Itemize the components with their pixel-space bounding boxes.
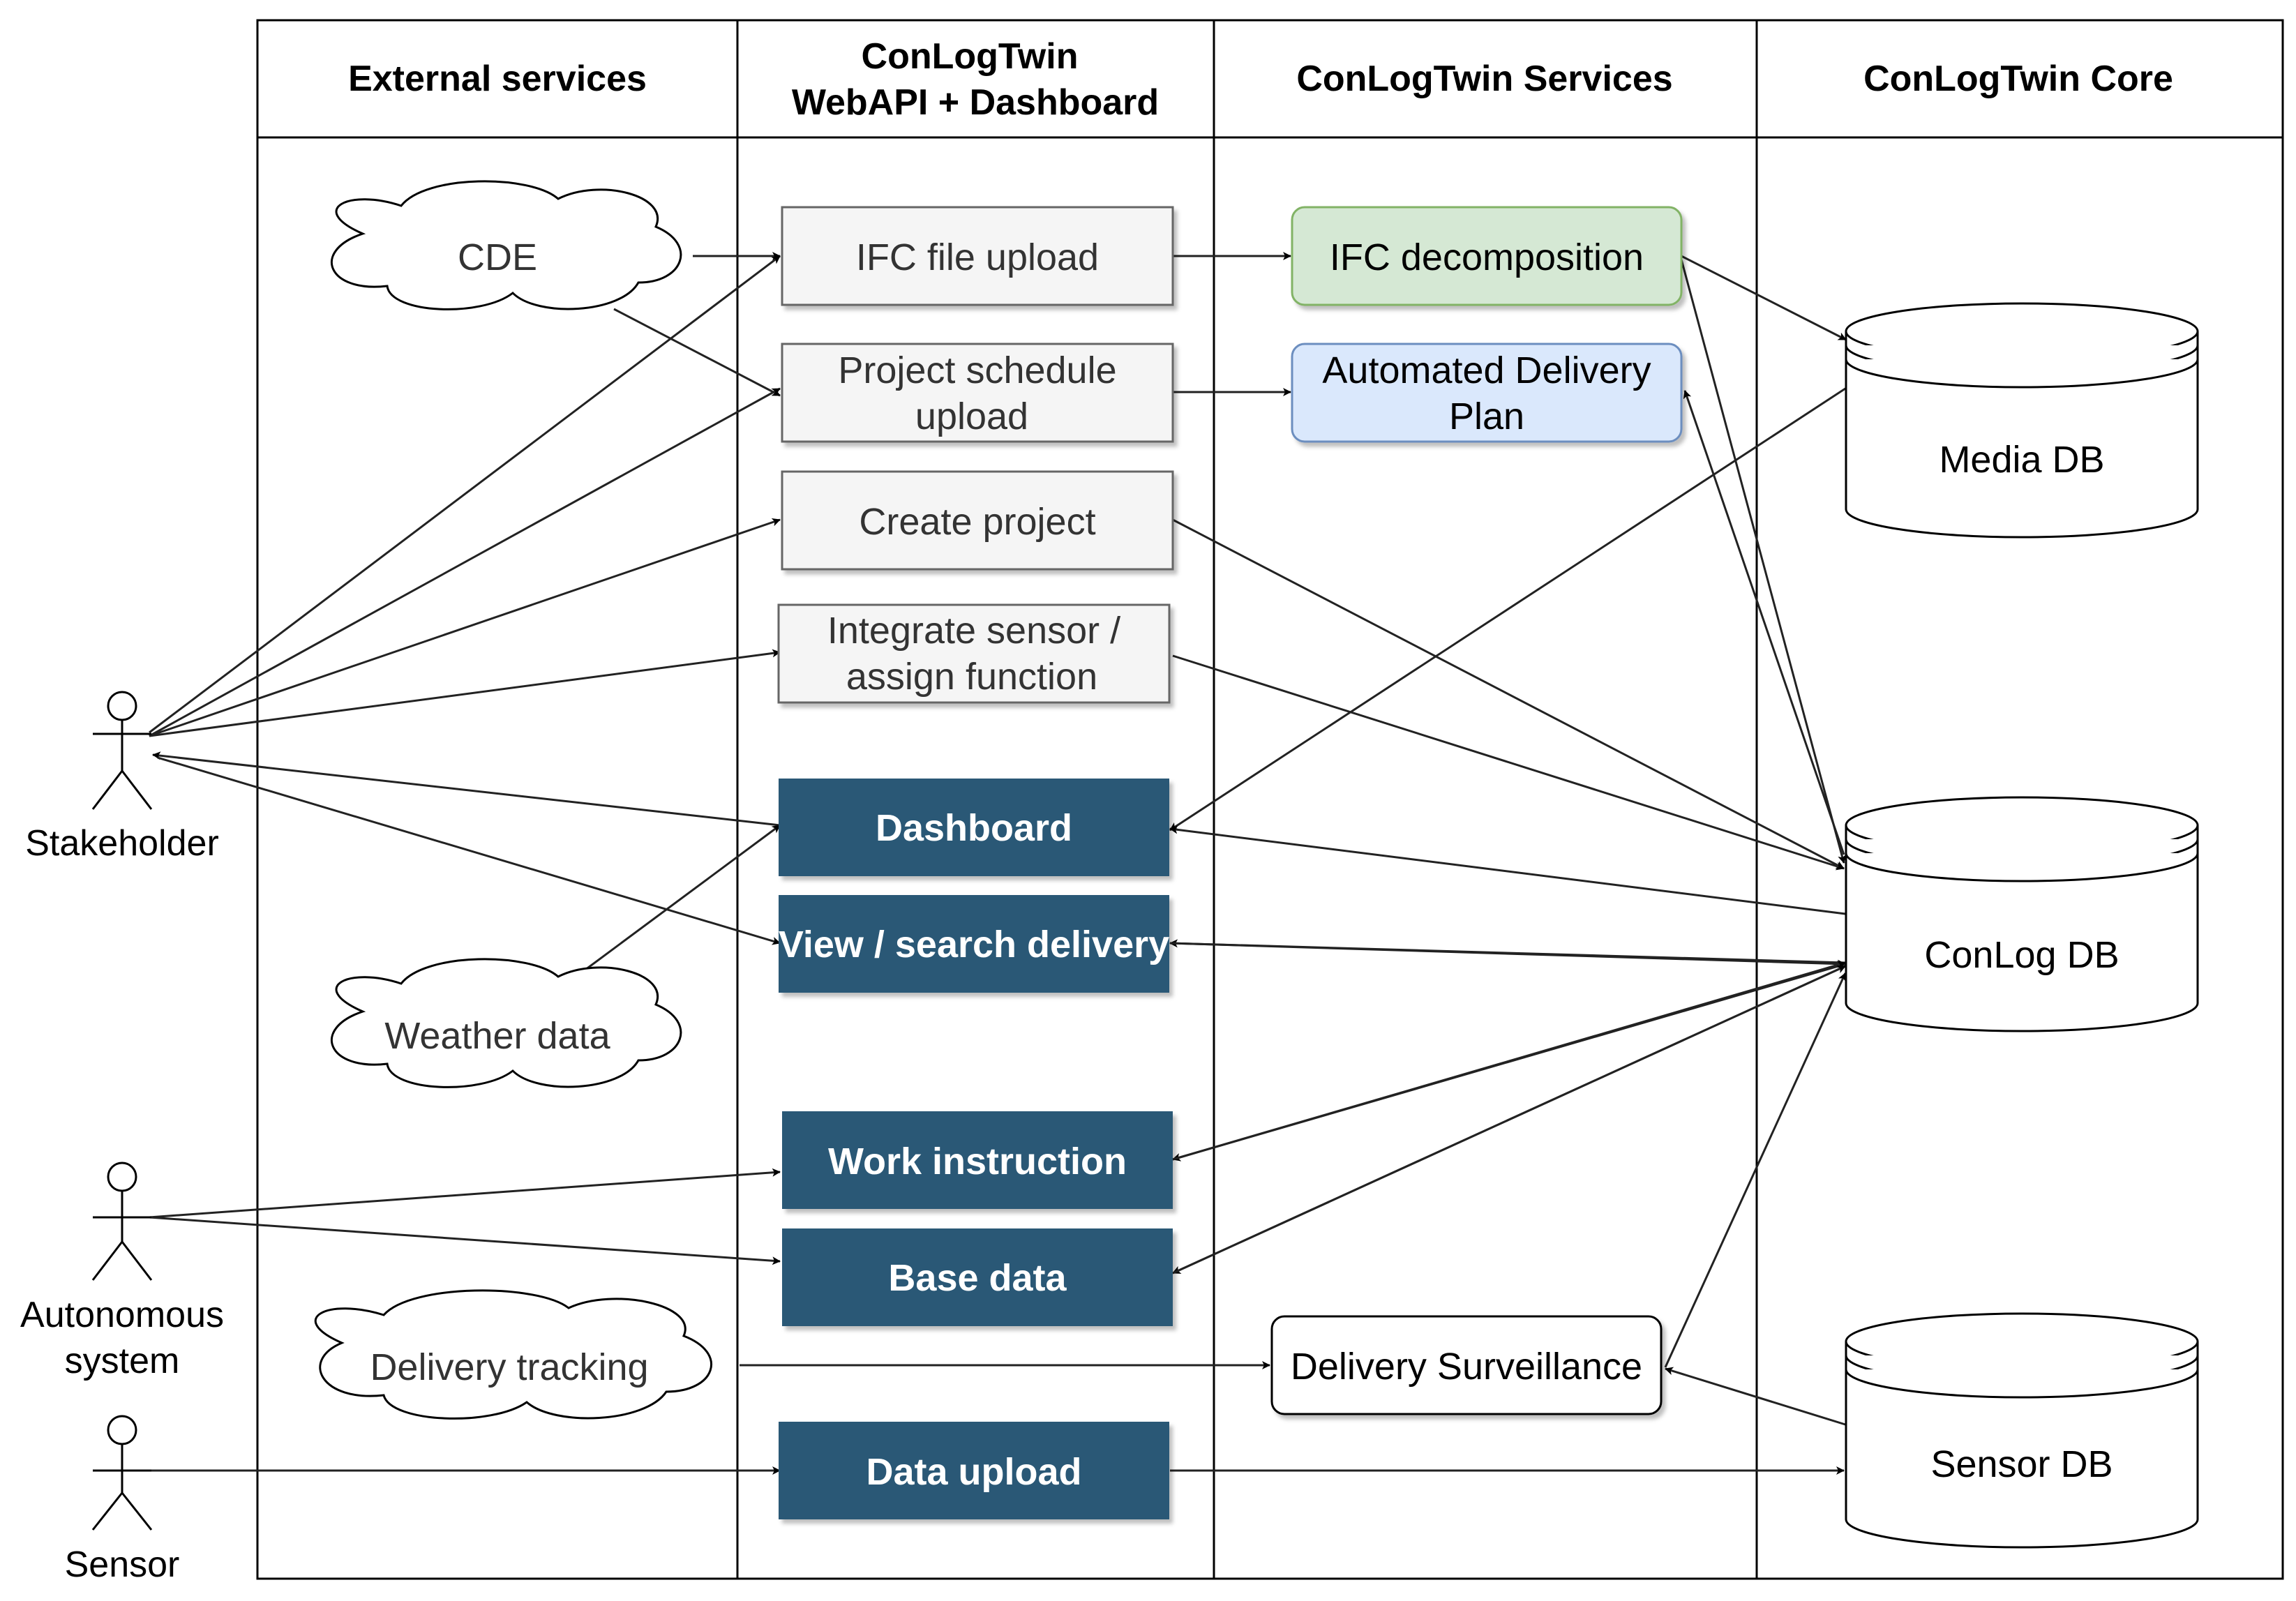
dashboard-box[interactable]: [779, 779, 1169, 876]
arrow-weather-dashboard: [582, 824, 781, 973]
lane-header-webapi-line1: ConLogTwin: [862, 36, 1079, 77]
cde-cloud: [331, 180, 682, 310]
create-project-box[interactable]: [781, 470, 1174, 571]
arrow-stakeholder-create: [149, 518, 781, 737]
integrate-sensor-label-line2: assign function: [846, 656, 1097, 698]
sensor-db-icon: [1845, 1312, 2199, 1549]
arrow-stakeholder-integrate: [149, 649, 781, 737]
arrow-stakeholder-view: [157, 756, 781, 945]
arrow-media-dashboard: [1169, 387, 1846, 832]
delivery-surveillance-box[interactable]: [1270, 1315, 1663, 1415]
stakeholder-label: Stakeholder: [25, 823, 219, 864]
arrow-decomposition-media: [1681, 255, 1847, 341]
lane-header-webapi-line2: WebAPI + Dashboard: [792, 82, 1159, 123]
view-search-delivery-label: View / search delivery: [779, 924, 1169, 965]
base-data-label: Base data: [888, 1257, 1067, 1299]
automated-delivery-plan-label-line2: Plan: [1449, 396, 1524, 437]
arrow-create-conlog: [1172, 518, 1845, 870]
work-instruction-box[interactable]: [782, 1111, 1173, 1209]
autonomous-system-label-line1: Autonomous: [20, 1295, 224, 1335]
arrow-integrate-conlog: [1172, 654, 1845, 871]
ifc-decomposition-label: IFC decomposition: [1330, 236, 1644, 278]
weather-data-label: Weather data: [384, 1015, 610, 1057]
data-upload-label: Data upload: [866, 1451, 1081, 1493]
lane-header-services: ConLogTwin Services: [1296, 59, 1672, 99]
ifc-file-upload-label: IFC file upload: [856, 236, 1099, 278]
swimlane-grid: [256, 19, 2284, 1580]
lane-header-external: External services: [348, 59, 647, 99]
arrow-dashboard-stakeholder: [152, 751, 781, 827]
delivery-tracking-cloud: [314, 1289, 712, 1420]
arrow-stakeholder-ifc: [149, 255, 781, 734]
work-instruction-label: Work instruction: [828, 1141, 1127, 1182]
dashboard-label: Dashboard: [876, 807, 1072, 849]
sensor-db-label: Sensor DB: [1930, 1443, 2113, 1485]
data-upload-box[interactable]: [779, 1422, 1169, 1519]
ifc-file-upload-box[interactable]: [781, 206, 1174, 306]
stakeholder-actor-icon: [91, 691, 153, 810]
weather-data-cloud: [331, 958, 682, 1088]
sensor-actor-icon: [91, 1415, 153, 1531]
arrow-conlog-dashboard: [1169, 825, 1846, 915]
arrow-autonomous-base: [149, 1216, 781, 1265]
project-schedule-upload-label-line2: upload: [915, 396, 1028, 437]
media-db-icon: [1845, 302, 2199, 539]
create-project-label: Create project: [859, 501, 1095, 543]
delivery-tracking-label: Delivery tracking: [370, 1346, 648, 1388]
arrow-sensordb-surveillance: [1665, 1367, 1846, 1426]
autonomous-system-actor-icon: [91, 1162, 153, 1281]
sensor-label: Sensor: [65, 1544, 180, 1585]
automated-delivery-plan-box[interactable]: [1291, 343, 1683, 443]
arrow-decomposition-conlog: [1680, 259, 1846, 864]
conlog-db-icon: [1845, 796, 2199, 1032]
integrate-sensor-box[interactable]: [777, 603, 1171, 704]
conlog-db-label: ConLog DB: [1924, 934, 2119, 976]
base-data-box[interactable]: [782, 1228, 1173, 1326]
arrow-conlog-plan: [1683, 390, 1845, 855]
view-search-delivery-box[interactable]: [779, 895, 1169, 993]
arrow-autonomous-work: [149, 1168, 781, 1219]
project-schedule-upload-box[interactable]: [781, 343, 1174, 443]
cde-label: CDE: [458, 236, 537, 278]
lane-header-core: ConLogTwin Core: [1863, 59, 2173, 99]
arrow-stakeholder-schedule: [149, 387, 781, 737]
project-schedule-upload-label-line1: Project schedule: [838, 349, 1116, 391]
autonomous-system-label-line2: system: [65, 1341, 180, 1381]
ifc-decomposition-box[interactable]: [1291, 206, 1683, 306]
arrow-surveillance-conlog: [1664, 972, 1847, 1368]
arrow-cde-schedule: [613, 308, 781, 397]
arrow-base-conlog: [1172, 965, 1846, 1275]
delivery-surveillance-label: Delivery Surveillance: [1291, 1346, 1642, 1388]
connector-arrows: [149, 252, 1847, 1475]
automated-delivery-plan-label-line1: Automated Delivery: [1322, 349, 1651, 391]
arrow-work-conlog: [1172, 961, 1846, 1161]
media-db-label: Media DB: [1939, 439, 2104, 481]
arrow-view-conlog: [1169, 942, 1846, 968]
integrate-sensor-label-line1: Integrate sensor /: [827, 610, 1120, 652]
